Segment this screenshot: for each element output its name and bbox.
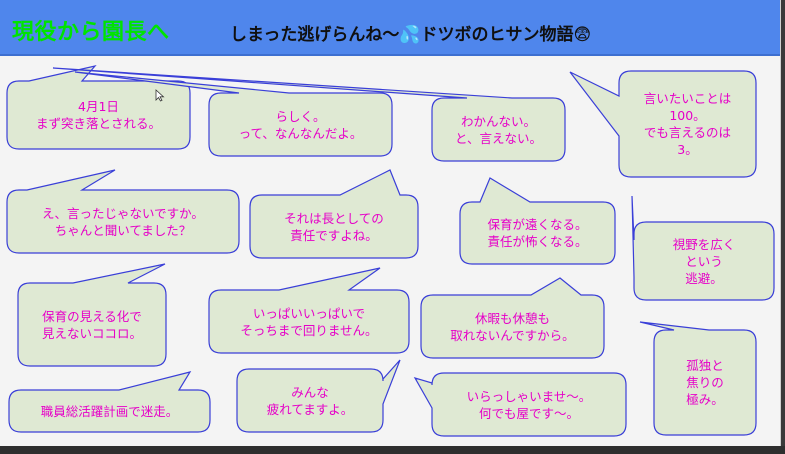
sweat-drops-icon: 💦 [399,25,421,45]
speech-bubble-shape [208,267,410,354]
speech-bubble-shape [74,71,393,157]
speech-bubble-shape [569,70,757,178]
speech-bubble-shape [236,359,401,433]
speech-bubble-shape [17,263,167,367]
speech-bubble-shape [459,177,616,265]
speech-bubble-shape [639,321,757,436]
fearful-face-icon: 😨 [573,25,592,45]
bottom-edge-bar [0,446,785,454]
slide-subtitle: しまった逃げらんね～💦ドツボのヒサン物語😨 [230,20,591,45]
speech-bubble-shape [8,371,211,433]
speech-bubble-shape [52,67,566,162]
slide-title: 現役から園長へ [12,20,170,45]
speech-bubble-shape [249,169,419,259]
speech-bubble-shape [420,277,605,359]
subtitle-rest: ドツボのヒサン物語 [420,25,574,45]
speech-bubble-shape [631,195,775,301]
speech-bubble-shape [6,169,240,254]
mouse-cursor-icon [155,89,165,102]
speech-bubble-shape [6,65,191,150]
slide-header: 現役から園長へ しまった逃げらんね～💦ドツボのヒサン物語😨 [0,0,780,56]
subtitle-text: しまった逃げらんね～ [230,25,400,45]
speech-bubble-shape [413,372,627,437]
